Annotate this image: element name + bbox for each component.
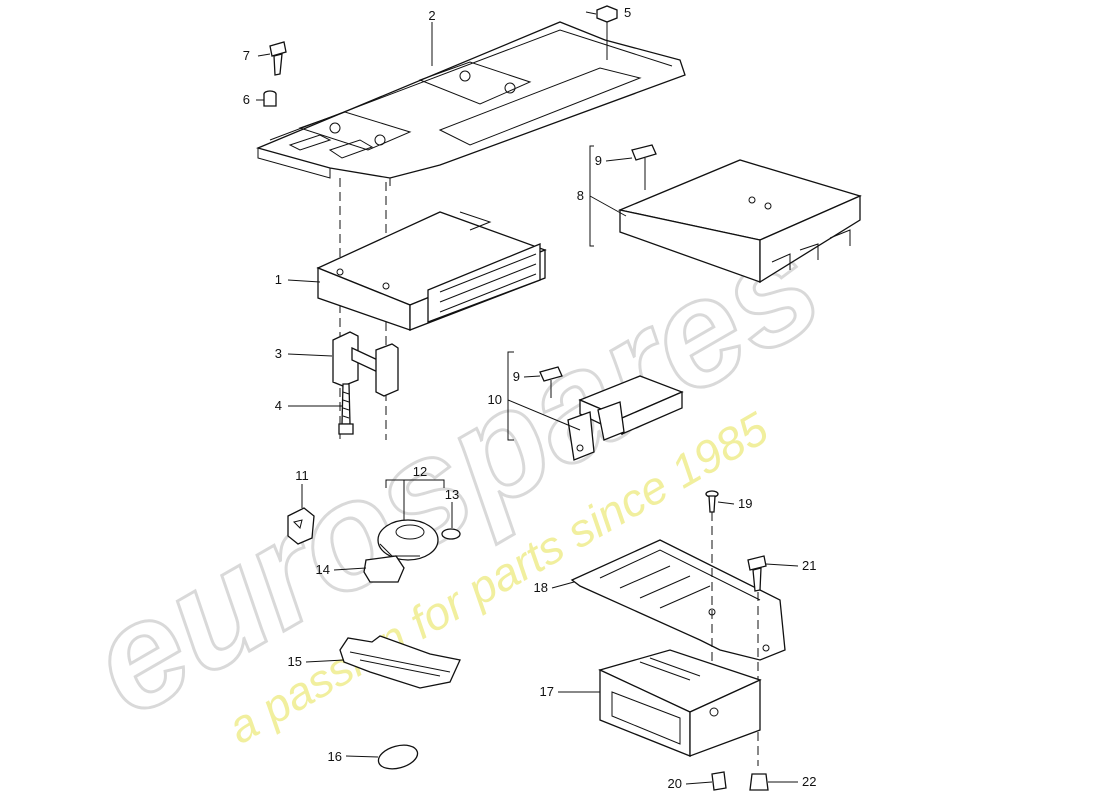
callout-11: 11 [295,468,309,483]
part-8-control-unit [617,159,862,284]
part-17-control-module [598,649,762,757]
part-9-clip-lower [539,366,563,398]
callout-4: 4 [275,398,282,413]
callout-8: 8 [577,188,584,203]
part-3-bracket [332,331,399,397]
callout-16: 16 [328,749,342,764]
callout-21: 21 [802,558,816,573]
callout-12: 12 [413,464,427,479]
callout-labels: 2 5 7 6 1 3 4 8 9 10 9 11 12 13 14 15 16… [243,5,817,791]
callout-13: 13 [445,487,459,502]
part-22-nut [749,773,769,791]
part-7-bolt [269,41,287,76]
part-21-bolt [747,555,767,766]
callout-5: 5 [624,5,631,20]
callout-18: 18 [534,580,548,595]
callout-1: 1 [275,272,282,287]
part-19-screw [705,490,719,710]
callout-3: 3 [275,346,282,361]
callout-7: 7 [243,48,250,63]
callout-19: 19 [738,496,752,511]
part-11-key [287,507,315,545]
part-16-seal-ring [377,744,419,770]
part-6-spacer [263,90,277,107]
callout-20: 20 [668,776,682,791]
callout-22: 22 [802,774,816,789]
callout-6: 6 [243,92,250,107]
callout-9-lower: 9 [513,369,520,384]
part-13-battery [441,528,461,540]
part-14-key-cover [363,555,405,583]
callout-15: 15 [288,654,302,669]
callout-2: 2 [428,8,435,23]
part-10-module [567,375,684,461]
callout-14: 14 [316,562,330,577]
part-5-nut [596,5,618,60]
callout-10: 10 [488,392,502,407]
part-15-antenna-module [339,635,461,689]
part-20-clip [711,771,727,791]
part-18-bracket-plate [570,539,786,661]
part-1-control-unit [316,211,547,331]
callout-17: 17 [540,684,554,699]
callout-leaders [256,11,799,785]
callout-9-upper: 9 [595,153,602,168]
part-2-mounting-plate [256,21,686,186]
part-9-clip-upper [631,144,657,190]
part-4-screw [338,383,354,435]
